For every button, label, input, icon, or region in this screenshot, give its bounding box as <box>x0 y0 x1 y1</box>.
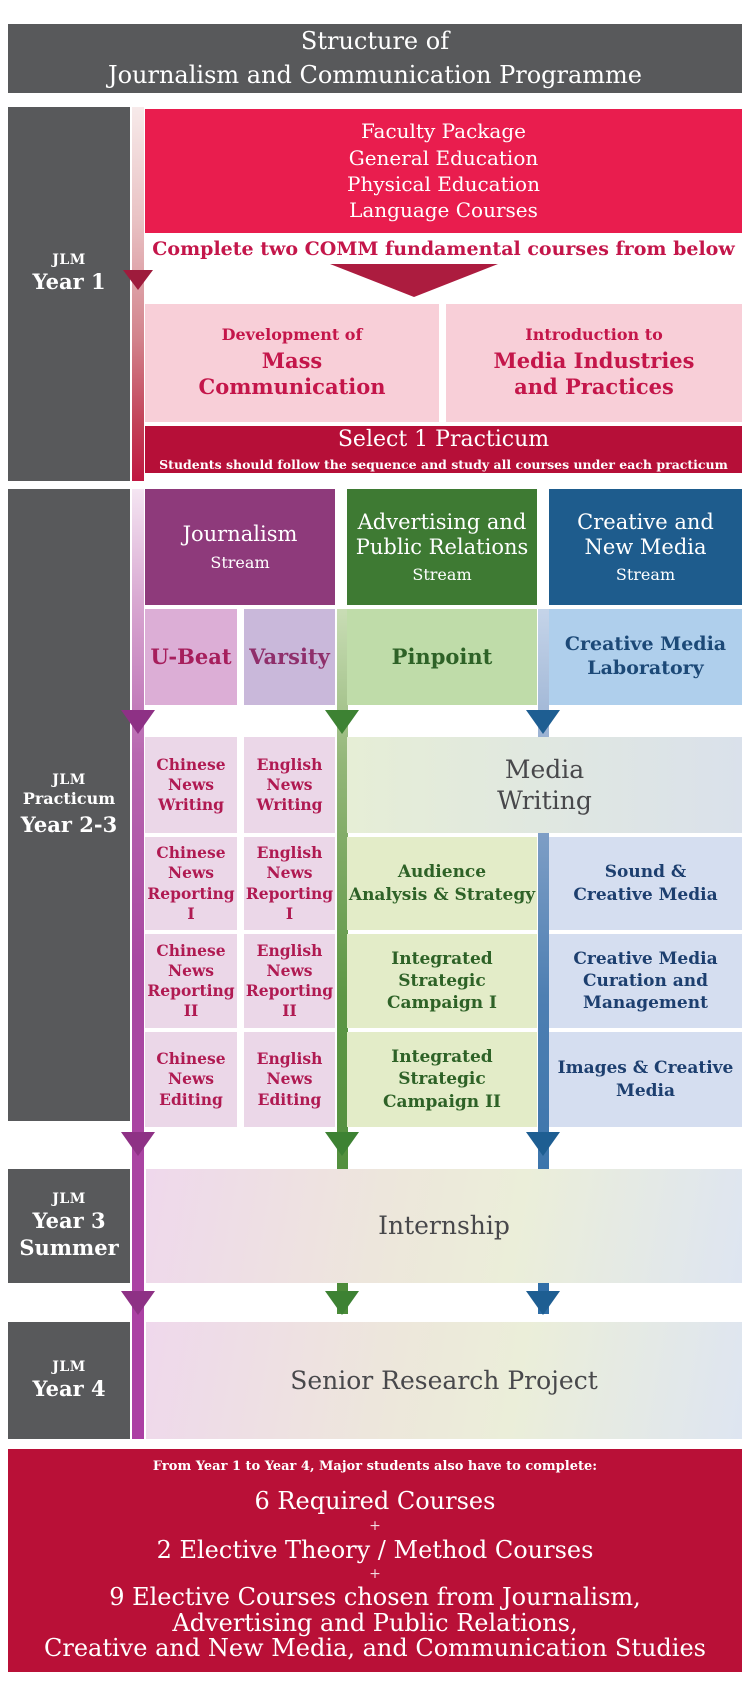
course-creative-media-curation: Creative Media Curation and Management <box>549 934 742 1028</box>
sidebar-year3-line1: Year 3 <box>32 1207 106 1233</box>
select-practicum-banner: Select 1 Practicum Students should follo… <box>145 426 742 473</box>
select-practicum-subtitle: Students should follow the sequence and … <box>159 457 728 473</box>
faculty-package-text: Faculty Package General Education Physic… <box>347 119 540 223</box>
stream-advertising-pr: Advertising and Public Relations Stream <box>347 489 537 605</box>
senior-research-band: Senior Research Project <box>146 1322 742 1439</box>
stream-journalism: Journalism Stream <box>145 489 335 605</box>
course-integrated-campaign2: Integrated Strategic Campaign II <box>347 1032 537 1127</box>
practicum-pinpoint: Pinpoint <box>347 609 537 705</box>
arrow-down-apr-icon <box>325 710 359 734</box>
arrow-down-cnm-icon <box>526 1132 560 1156</box>
course-integrated-campaign1: Integrated Strategic Campaign I <box>347 934 537 1028</box>
course-chinese-news-reporting1: Chinese News Reporting I <box>145 837 237 930</box>
footer-elective-courses: 9 Elective Courses chosen from Journalis… <box>44 1583 706 1663</box>
sidebar-year3-summer: JLM Year 3 Summer <box>8 1169 130 1283</box>
course-development-mass-communication: Development of Mass Communication <box>145 304 439 422</box>
arrow-down-cnm-icon <box>526 1291 560 1315</box>
arrow-down-journalism-icon <box>121 1291 155 1315</box>
arrow-down-journalism-icon <box>121 710 155 734</box>
internship-label: Internship <box>378 1211 510 1241</box>
practicum-varsity: Varsity <box>244 609 335 705</box>
stream-label: Stream <box>412 565 472 585</box>
sidebar-practicum-year23: JLM Practicum Year 2-3 <box>8 489 130 1121</box>
sidebar-practicum-tag: JLM <box>52 772 86 789</box>
internship-band: Internship <box>146 1169 742 1283</box>
course-english-news-reporting1: English News Reporting I <box>244 837 335 930</box>
flow-strip-year1 <box>132 107 144 481</box>
stream-label: Stream <box>615 565 676 585</box>
stream-label: Stream <box>210 552 270 572</box>
senior-research-label: Senior Research Project <box>290 1365 598 1395</box>
footer-required-courses: 6 Required Courses <box>254 1487 496 1516</box>
footer-requirements-box: From Year 1 to Year 4, Major students al… <box>8 1449 742 1672</box>
sidebar-year1-label: Year 1 <box>32 269 106 295</box>
stream-creative-new-media: Creative and New Media Stream <box>549 489 742 605</box>
sidebar-year3-line2: Summer <box>19 1235 119 1260</box>
sidebar-year4-tag: JLM <box>52 1358 86 1375</box>
course-name: Mass Communication <box>198 348 386 400</box>
sidebar-year4: JLM Year 4 <box>8 1322 130 1439</box>
course-english-news-reporting2: English News Reporting II <box>244 934 335 1028</box>
page-title: Structure of Journalism and Communicatio… <box>107 26 643 89</box>
course-sound-creative-media: Sound & Creative Media <box>549 837 742 930</box>
arrow-down-year1-icon <box>123 270 153 290</box>
course-intro: Introduction to <box>525 325 663 345</box>
course-english-news-writing: English News Writing <box>244 737 335 833</box>
sidebar-practicum-line1: Practicum <box>22 789 116 809</box>
sidebar-practicum-line2: Year 2-3 <box>20 811 118 837</box>
course-intro-media-industries: Introduction to Media Industries and Pra… <box>446 304 742 422</box>
comm-instruction: Complete two COMM fundamental courses fr… <box>152 238 735 260</box>
course-intro: Development of <box>221 325 363 345</box>
practicum-ubeat: U-Beat <box>145 609 237 705</box>
course-images-creative-media: Images & Creative Media <box>549 1032 742 1127</box>
course-english-news-editing: English News Editing <box>244 1032 335 1127</box>
sidebar-year3-tag: JLM <box>52 1190 86 1207</box>
stream-name: Creative and New Media <box>577 509 714 559</box>
sidebar-year1-tag: JLM <box>52 252 86 269</box>
course-chinese-news-editing: Chinese News Editing <box>145 1032 237 1127</box>
flow-strip-apr <box>337 609 348 1314</box>
course-chinese-news-writing: Chinese News Writing <box>145 737 237 833</box>
arrow-down-journalism-icon <box>121 1132 155 1156</box>
course-audience-analysis: Audience Analysis & Strategy <box>347 837 537 930</box>
practicum-creative-media-lab: Creative Media Laboratory <box>549 609 742 705</box>
footer-elective-theory: 2 Elective Theory / Method Courses <box>156 1535 594 1564</box>
course-chinese-news-reporting2: Chinese News Reporting II <box>145 934 237 1028</box>
sidebar-year4-line1: Year 4 <box>32 1375 106 1401</box>
stream-name: Journalism <box>182 522 298 547</box>
faculty-package-box: Faculty Package General Education Physic… <box>145 109 742 233</box>
course-name: Media Industries and Practices <box>493 348 695 400</box>
course-media-writing: Media Writing <box>347 737 742 833</box>
arrow-down-cnm-icon <box>526 710 560 734</box>
arrow-down-apr-icon <box>325 1132 359 1156</box>
select-practicum-title: Select 1 Practicum <box>337 426 550 452</box>
flow-strip-cnm <box>538 609 549 1314</box>
plus-separator: + <box>369 1517 381 1534</box>
footer-intro: From Year 1 to Year 4, Major students al… <box>152 1459 598 1475</box>
sidebar-year1: JLM Year 1 <box>8 107 130 481</box>
arrow-down-apr-icon <box>325 1291 359 1315</box>
stream-name: Advertising and Public Relations <box>355 509 529 559</box>
plus-separator: + <box>369 1566 381 1583</box>
big-arrow-down-icon <box>330 264 498 297</box>
page-title-banner: Structure of Journalism and Communicatio… <box>8 24 742 93</box>
